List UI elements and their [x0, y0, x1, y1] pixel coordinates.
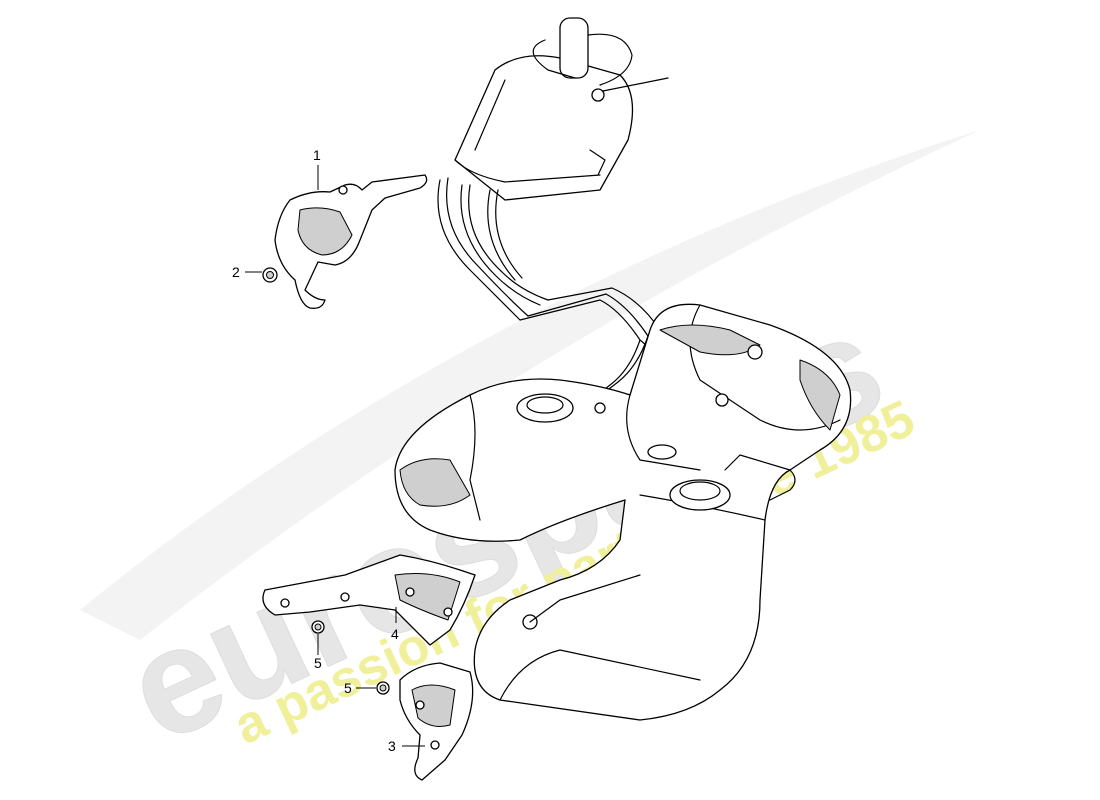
nut-icon	[311, 620, 325, 634]
callout-1[interactable]: 1	[313, 147, 321, 190]
heat-shield-icon	[262, 554, 476, 646]
callout-5-upper[interactable]: 5	[314, 634, 322, 671]
callout-4[interactable]: 4	[391, 607, 399, 642]
heat-shield-icon	[274, 174, 428, 309]
callout-5-lower[interactable]: 5	[344, 680, 376, 696]
fuel-tank-icon	[394, 17, 852, 721]
watermark-swoosh	[80, 130, 980, 640]
callout-3[interactable]: 3	[388, 738, 425, 754]
heat-shield-icon	[399, 662, 474, 781]
callout-label-3: 3	[388, 738, 396, 754]
callout-label-2: 2	[232, 264, 240, 280]
callout-label-5-upper: 5	[314, 655, 322, 671]
nut-icon	[262, 267, 278, 283]
callout-2[interactable]: 2	[232, 264, 262, 280]
nut-icon	[376, 681, 390, 695]
callout-label-1: 1	[313, 147, 321, 163]
callout-label-4: 4	[391, 626, 399, 642]
callout-label-5-lower: 5	[344, 680, 352, 696]
